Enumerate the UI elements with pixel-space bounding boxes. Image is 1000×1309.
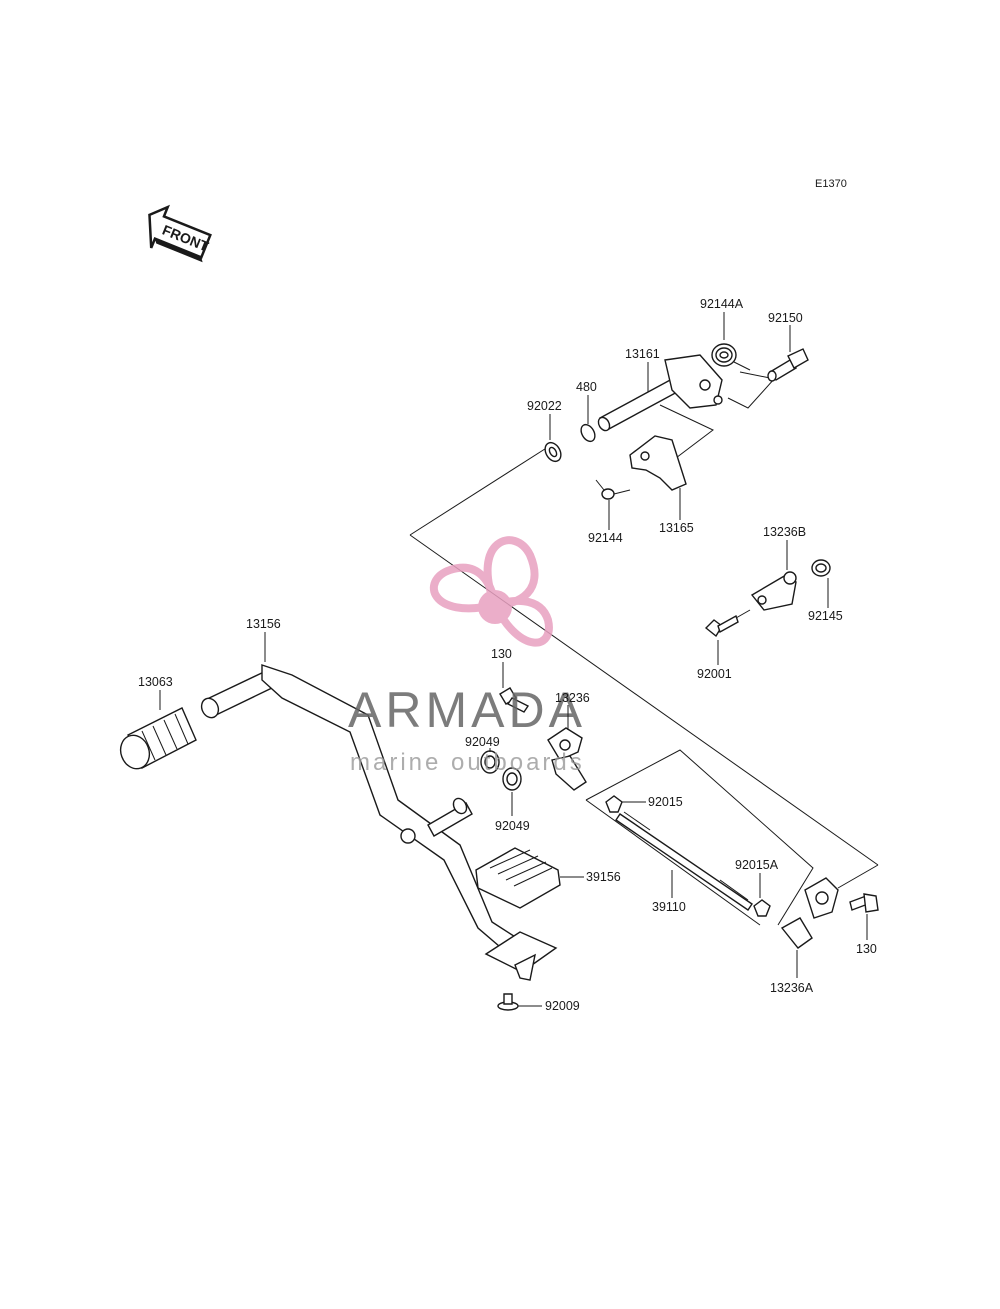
part-13236A-joint (780, 877, 839, 949)
diagram-code: E1370 (815, 178, 847, 190)
label-13165: 13165 (659, 521, 694, 535)
label-92015A: 92015A (735, 858, 779, 872)
part-92144-spring (595, 479, 631, 500)
label-92144: 92144 (588, 531, 623, 545)
label-92049-lower: 92049 (495, 819, 530, 833)
part-13156-pedal-lever (200, 664, 522, 953)
label-13236B: 13236B (763, 525, 806, 539)
watermark: ARMADA marine outboards (348, 536, 586, 776)
part-13165-plate (629, 435, 687, 491)
front-arrow-icon: FRONT (148, 204, 212, 263)
label-92150: 92150 (768, 311, 803, 325)
part-130-bolt-lower (849, 893, 879, 913)
label-130-upper: 130 (491, 647, 512, 661)
part-13236B-arm (750, 571, 797, 611)
part-92015-nut (605, 795, 623, 813)
leader-lines (159, 312, 868, 1007)
label-13236A: 13236A (770, 981, 814, 995)
part-13236-joint (547, 727, 587, 791)
label-13161: 13161 (625, 347, 660, 361)
part-480-circlip (580, 423, 596, 443)
part-39156-pedal-pad (475, 847, 561, 909)
part-92022-washer (544, 441, 562, 463)
label-92001: 92001 (697, 667, 732, 681)
part-pedal-foot-plate (484, 931, 558, 981)
part-13063-rubber-grip (119, 707, 197, 770)
part-labels: 92144A 92150 13161 480 92022 92144 13165… (138, 297, 877, 1013)
label-39156: 39156 (586, 870, 621, 884)
part-92049-seal-b (502, 767, 522, 791)
label-13156: 13156 (246, 617, 281, 631)
part-92015A-nut (753, 899, 771, 917)
propeller-logo-icon (429, 536, 553, 647)
part-39110-tie-rod (615, 811, 753, 911)
label-92015: 92015 (648, 795, 683, 809)
label-92049-upper: 92049 (465, 735, 500, 749)
part-92150-bolt (767, 348, 809, 382)
watermark-subtitle: marine outboards (350, 749, 585, 776)
part-92145-spring (811, 559, 831, 577)
part-92001-bolt (704, 609, 751, 638)
part-13161-shift-shaft (597, 354, 723, 432)
part-130-bolt-upper (499, 687, 530, 713)
label-92145: 92145 (808, 609, 843, 623)
label-92009: 92009 (545, 999, 580, 1013)
label-130-lower: 130 (856, 942, 877, 956)
label-92144A: 92144A (700, 297, 744, 311)
part-92009-bolt (497, 993, 519, 1011)
label-92022: 92022 (527, 399, 562, 413)
watermark-title: ARMADA (348, 682, 586, 738)
label-480: 480 (576, 380, 597, 394)
label-39110: 39110 (652, 900, 686, 914)
label-13236: 13236 (555, 691, 590, 705)
label-13063: 13063 (138, 675, 173, 689)
part-92144A-spring (711, 343, 751, 371)
